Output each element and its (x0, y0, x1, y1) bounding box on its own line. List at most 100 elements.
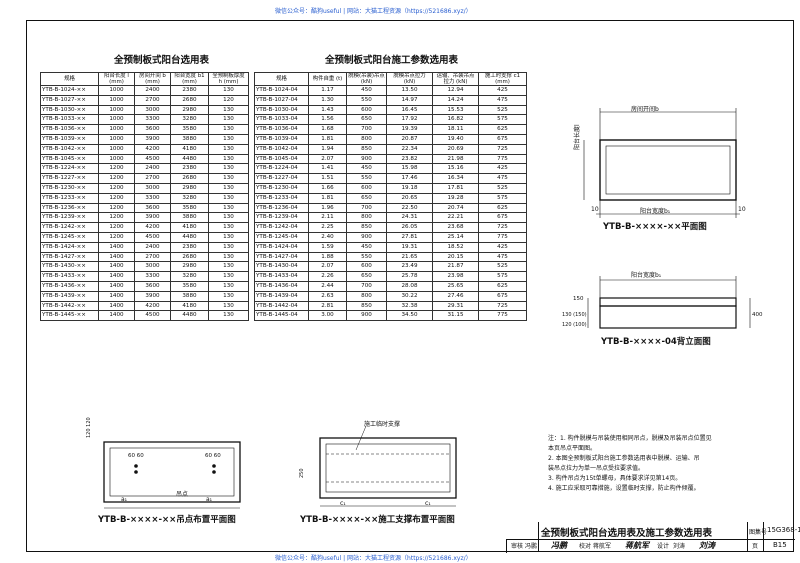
plan-length-label: 阳台长度l (574, 124, 581, 150)
table-cell: 25.14 (432, 231, 479, 243)
table-cell: YTB-B-1239-×× (40, 212, 99, 224)
table-cell: 16.34 (432, 173, 479, 184)
table-cell: YTB-B-1027-×× (40, 94, 99, 106)
table-cell: 25.65 (432, 280, 479, 292)
notes-block: 注：1. 构件脱模与吊装使用相同吊点，脱模及吊装吊点位置见 本页吊点平面图。 2… (548, 434, 712, 494)
table-cell: 2400 (134, 241, 171, 253)
table-cell: 30.22 (386, 290, 433, 302)
lift-label-a1-left: a₁ (121, 496, 128, 503)
table-cell: 1200 (98, 192, 135, 204)
table-cell: 1400 (98, 280, 135, 292)
table-cell: 28.08 (386, 280, 433, 292)
table-cell: 3600 (134, 124, 171, 135)
plan-dim-right: 10 (738, 206, 746, 213)
table-cell: 1.66 (308, 182, 347, 194)
table-cell: 4200 (134, 222, 171, 233)
table-cell: 4200 (134, 143, 171, 155)
table-cell: 800 (346, 212, 387, 224)
table-cell: YTB-B-1236-×× (40, 202, 99, 214)
table-cell: YTB-B-1436-04 (254, 280, 309, 292)
table-cell: YTB-B-1024-04 (254, 85, 309, 96)
table-cell: YTB-B-1245-04 (254, 231, 309, 243)
table-cell: 4480 (170, 231, 209, 243)
table-cell: YTB-B-1030-×× (40, 104, 99, 116)
support-dim-c1-right: c₁ (425, 500, 431, 507)
table-cell: 3300 (134, 114, 171, 126)
support-dim-250: 250 (299, 468, 305, 478)
elevation-dim-400: 400 (752, 312, 763, 318)
table-cell: 12.94 (432, 85, 479, 96)
elevation-dim-150: 150 (573, 296, 584, 302)
table-cell: 1200 (98, 231, 135, 243)
lift-point-drawing (103, 441, 241, 509)
table-cell: 1400 (98, 251, 135, 263)
table-cell: 4500 (134, 310, 171, 322)
table-cell: 24.31 (386, 212, 433, 224)
table-cell: 1400 (98, 271, 135, 282)
table2-title: 全预制板式阳台施工参数选用表 (325, 55, 459, 66)
support-label: 施工临时支撑 (364, 421, 401, 428)
table-cell: 2680 (170, 173, 209, 184)
table-cell: 130 (208, 143, 249, 155)
table-cell: 130 (208, 124, 249, 135)
table-cell: 600 (346, 182, 387, 194)
table-cell: 19.28 (432, 192, 479, 204)
table-cell: 18.52 (432, 241, 479, 253)
table1-header-1: 阳台长度 l (mm) (98, 72, 135, 86)
table-cell: 20.87 (386, 133, 433, 145)
lift-dim-top: 120 120 (86, 417, 92, 438)
table-cell: 2.40 (308, 231, 347, 243)
table-cell: 20.69 (432, 143, 479, 155)
table1-title: 全预制板式阳台选用表 (114, 55, 210, 66)
table-cell: YTB-B-1227-04 (254, 173, 309, 184)
table-cell: 650 (346, 271, 387, 282)
table-cell: YTB-B-1224-×× (40, 163, 99, 175)
table-cell: 2980 (170, 261, 209, 273)
table-cell: 130 (208, 133, 249, 145)
table-cell: 4200 (134, 300, 171, 312)
table-cell: 21.65 (386, 251, 433, 263)
table-cell: 130 (208, 241, 249, 253)
atlas-label: 图集号 (749, 529, 768, 536)
table-cell: YTB-B-1236-04 (254, 202, 309, 214)
table-cell: 475 (478, 251, 527, 263)
table-cell: 3300 (134, 192, 171, 204)
table-cell: YTB-B-1036-04 (254, 124, 309, 135)
table-cell: 1000 (98, 124, 135, 135)
table-cell: 850 (346, 222, 387, 233)
table-cell: 17.81 (432, 182, 479, 194)
table-cell: 2400 (134, 85, 171, 96)
table-cell: YTB-B-1442-04 (254, 300, 309, 312)
table-cell: 2.26 (308, 271, 347, 282)
table-cell: 450 (346, 163, 387, 175)
table2-header-4: 运输、吊装吊点拉力 (kN) (432, 72, 479, 86)
table-cell: 22.50 (386, 202, 433, 214)
table-cell: 130 (208, 222, 249, 233)
plan-opening-label: 房间开间b (631, 106, 659, 113)
table-cell: 130 (208, 114, 249, 126)
table-cell: 14.24 (432, 94, 479, 106)
table-cell: 550 (346, 173, 387, 184)
table-cell: YTB-B-1227-×× (40, 173, 99, 184)
table-cell: 1000 (98, 133, 135, 145)
support-drawing (319, 425, 457, 507)
table2-header-0: 规格 (254, 72, 309, 86)
table-cell: 21.87 (432, 261, 479, 273)
table-cell: 1000 (98, 114, 135, 126)
table-cell: 15.16 (432, 163, 479, 175)
table-cell: 22.34 (386, 143, 433, 155)
table-cell: 25.78 (386, 271, 433, 282)
designer-signature: 刘涛 (699, 541, 715, 550)
table-cell: 1.68 (308, 124, 347, 135)
table-cell: 19.18 (386, 182, 433, 194)
reviewer-signature: 冯鹏 (551, 541, 567, 550)
table-cell: 1200 (98, 182, 135, 194)
table-cell: 625 (478, 280, 527, 292)
table-cell: 775 (478, 231, 527, 243)
